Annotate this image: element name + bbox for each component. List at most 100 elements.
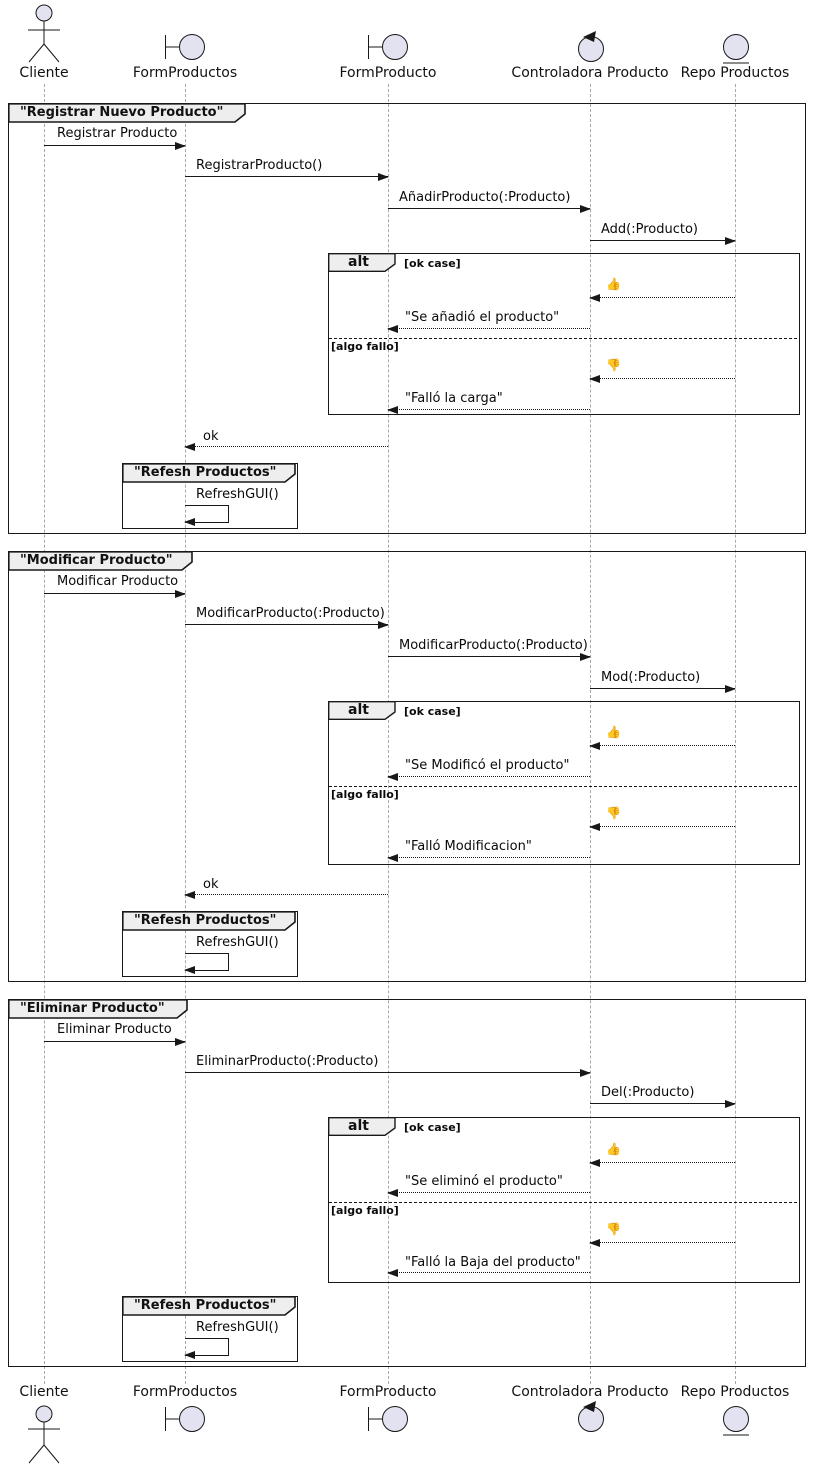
message-arrow <box>44 142 186 150</box>
return-arrow <box>387 325 590 333</box>
message-arrow <box>44 1038 186 1046</box>
return-arrow <box>387 773 590 781</box>
message-label: AñadirProducto(:Producto) <box>399 190 571 205</box>
return-arrow <box>589 1159 735 1167</box>
guard-label: [ok case] <box>404 1121 461 1134</box>
return-arrow <box>589 294 735 302</box>
lifeline-cliente <box>44 84 45 1384</box>
group-frame-modificar <box>8 551 806 982</box>
message-label: "Falló Modificacion" <box>405 839 532 854</box>
alt-operator: alt <box>348 702 369 718</box>
message-label: ModificarProducto(:Producto) <box>399 638 588 653</box>
message-label: Eliminar Producto <box>57 1022 172 1037</box>
message-label: Registrar Producto <box>57 126 178 141</box>
lifeline-formproductos <box>185 84 186 1384</box>
return-arrow <box>184 891 388 899</box>
return-arrow <box>589 823 735 831</box>
thumbs-down-icon: 👎 <box>606 358 621 372</box>
message-label: "Se Modificó el producto" <box>405 758 570 773</box>
participant-label: FormProductos <box>132 1384 238 1400</box>
group-title: "Registrar Nuevo Producto" <box>20 105 224 120</box>
message-label: Add(:Producto) <box>601 222 699 237</box>
message-arrow <box>388 205 591 213</box>
group-header: "Eliminar Producto" <box>8 999 188 1019</box>
participant-label: FormProducto <box>339 65 437 81</box>
guard-label: [ok case] <box>404 257 461 270</box>
return-arrow <box>589 742 735 750</box>
message-label: ok <box>203 429 219 444</box>
group-header: "Refesh Productos" <box>122 911 296 931</box>
message-label: Mod(:Producto) <box>601 670 701 685</box>
message-arrow <box>590 685 736 693</box>
alt-operator-tab: alt <box>328 1117 396 1136</box>
alt-divider <box>329 786 797 787</box>
return-arrow <box>387 1189 590 1197</box>
lifeline-formproducto <box>388 84 389 1384</box>
message-arrow <box>388 653 591 661</box>
alt-operator-tab: alt <box>328 253 396 272</box>
participant-label: Repo Productos <box>680 65 790 81</box>
alt-divider <box>329 338 797 339</box>
entity-icon <box>721 1405 751 1443</box>
participant-label: FormProducto <box>339 1384 437 1400</box>
guard-label: [ok case] <box>404 705 461 718</box>
boundary-icon <box>367 1405 411 1437</box>
message-label: "Falló la Baja del producto" <box>405 1255 581 1270</box>
group-frame-eliminar <box>8 999 806 1367</box>
group-title: "Refesh Productos" <box>134 465 277 480</box>
group-title: "Refesh Productos" <box>134 1298 277 1313</box>
message-label: "Se añadió el producto" <box>405 310 560 325</box>
message-arrow <box>44 590 186 598</box>
return-arrow <box>184 443 388 451</box>
alt-fragment <box>328 253 800 415</box>
group-frame-registrar <box>8 103 806 534</box>
group-header: "Modificar Producto" <box>8 551 193 571</box>
alt-operator: alt <box>348 1118 369 1134</box>
actor-icon <box>24 4 64 70</box>
message-label: Modificar Producto <box>57 574 179 589</box>
group-header: "Registrar Nuevo Producto" <box>8 103 246 123</box>
self-message-arrow <box>184 1338 229 1359</box>
self-message-arrow <box>184 505 229 526</box>
message-arrow <box>590 237 736 245</box>
boundary-icon <box>367 33 411 65</box>
participant-label: Repo Productos <box>680 1384 790 1400</box>
participant-label: Cliente <box>19 1384 69 1400</box>
thumbs-up-icon: 👍 <box>606 277 621 291</box>
message-label: Del(:Producto) <box>601 1085 695 1100</box>
alt-operator-tab: alt <box>328 701 396 720</box>
group-title: "Modificar Producto" <box>20 553 173 568</box>
guard-label: [algo fallo] <box>331 1204 399 1217</box>
alt-divider <box>329 1202 797 1203</box>
group-title: "Eliminar Producto" <box>20 1001 165 1016</box>
message-label: "Falló la carga" <box>405 391 503 406</box>
return-arrow <box>589 375 735 383</box>
return-arrow <box>387 406 590 414</box>
thumbs-up-icon: 👍 <box>606 1142 621 1156</box>
return-arrow <box>387 854 590 862</box>
message-arrow <box>185 621 389 629</box>
participant-label: FormProductos <box>132 65 238 81</box>
actor-icon <box>24 1405 64 1467</box>
message-label: ok <box>203 877 219 892</box>
message-arrow <box>590 1100 736 1108</box>
alt-fragment <box>328 1117 800 1283</box>
message-arrow <box>185 173 389 181</box>
message-label: RefreshGUI() <box>196 1320 279 1335</box>
group-header: "Refesh Productos" <box>122 1296 296 1316</box>
alt-fragment <box>328 701 800 865</box>
return-arrow <box>589 1239 735 1247</box>
message-label: RefreshGUI() <box>196 487 279 502</box>
entity-icon <box>721 33 751 71</box>
alt-operator: alt <box>348 254 369 270</box>
control-icon <box>577 31 605 67</box>
group-title: "Refesh Productos" <box>134 913 277 928</box>
participant-label: Controladora Producto <box>511 65 669 81</box>
message-arrow <box>185 1069 591 1077</box>
guard-label: [algo fallo] <box>331 340 399 353</box>
boundary-icon <box>164 33 208 65</box>
participant-label: Cliente <box>19 65 69 81</box>
return-arrow <box>387 1269 590 1277</box>
control-icon <box>577 1401 605 1437</box>
